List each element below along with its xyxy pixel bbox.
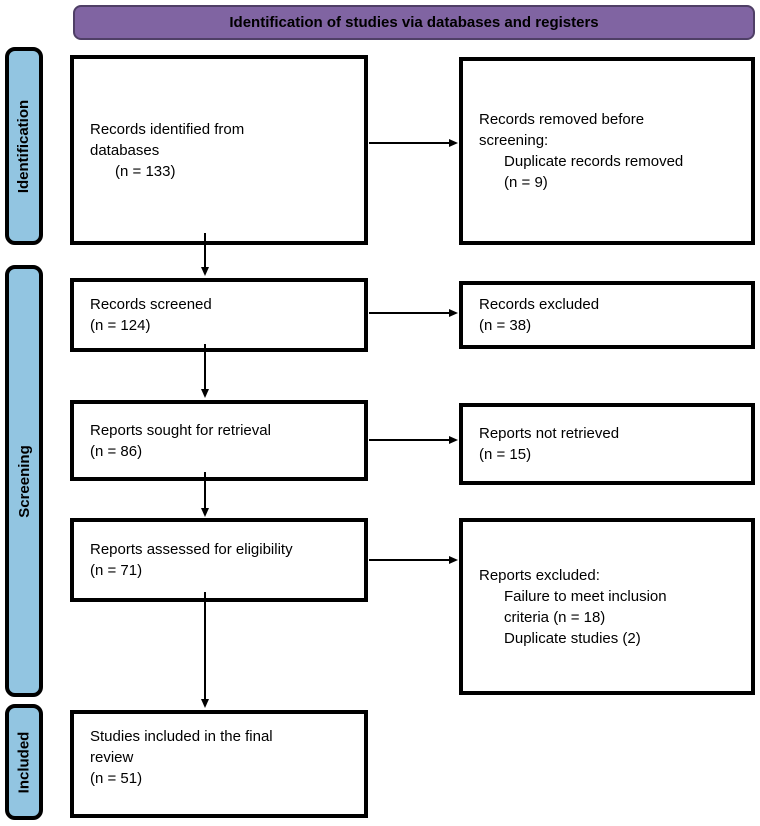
box-reports-excluded: Reports excluded: Failure to meet inclus… <box>459 518 755 695</box>
box-records-excluded-text: Records excluded (n = 38) <box>479 296 600 334</box>
diagram-header-title: Identification of studies via databases … <box>229 14 599 31</box>
box-studies-included-text: Studies included in the final review (n … <box>90 728 273 787</box>
stage-label-screening-text: Screening <box>15 444 33 518</box>
stage-label-included-text: Included <box>15 731 33 793</box>
box-records-removed-text: Records removed before screening: Duplic… <box>479 111 684 191</box>
box-reports-assessed-text: Reports assessed for eligibility (n = 71… <box>90 541 293 579</box>
diagram-header: Identification of studies via databases … <box>73 5 755 40</box>
stage-label-included: Included <box>5 704 43 820</box>
stage-label-screening: Screening <box>5 265 43 697</box>
box-reports-excluded-text: Reports excluded: Failure to meet inclus… <box>479 566 667 647</box>
box-records-removed: Records removed before screening: Duplic… <box>459 57 755 245</box>
stage-label-identification-text: Identification <box>15 99 33 193</box>
box-reports-sought: Reports sought for retrieval (n = 86) <box>70 400 368 481</box>
box-reports-sought-text: Reports sought for retrieval (n = 86) <box>90 421 271 460</box>
box-reports-not-retrieved-text: Reports not retrieved (n = 15) <box>479 425 620 463</box>
stage-label-identification: Identification <box>5 47 43 245</box>
box-studies-included: Studies included in the final review (n … <box>70 710 368 818</box>
box-records-screened-text: Records screened (n = 124) <box>90 296 212 334</box>
box-records-screened: Records screened (n = 124) <box>70 278 368 352</box>
box-reports-assessed: Reports assessed for eligibility (n = 71… <box>70 518 368 602</box>
box-records-excluded: Records excluded (n = 38) <box>459 281 755 349</box>
box-records-identified-text: Records identified from databases (n = 1… <box>90 120 245 180</box>
box-reports-not-retrieved: Reports not retrieved (n = 15) <box>459 403 755 485</box>
box-records-identified: Records identified from databases (n = 1… <box>70 55 368 245</box>
